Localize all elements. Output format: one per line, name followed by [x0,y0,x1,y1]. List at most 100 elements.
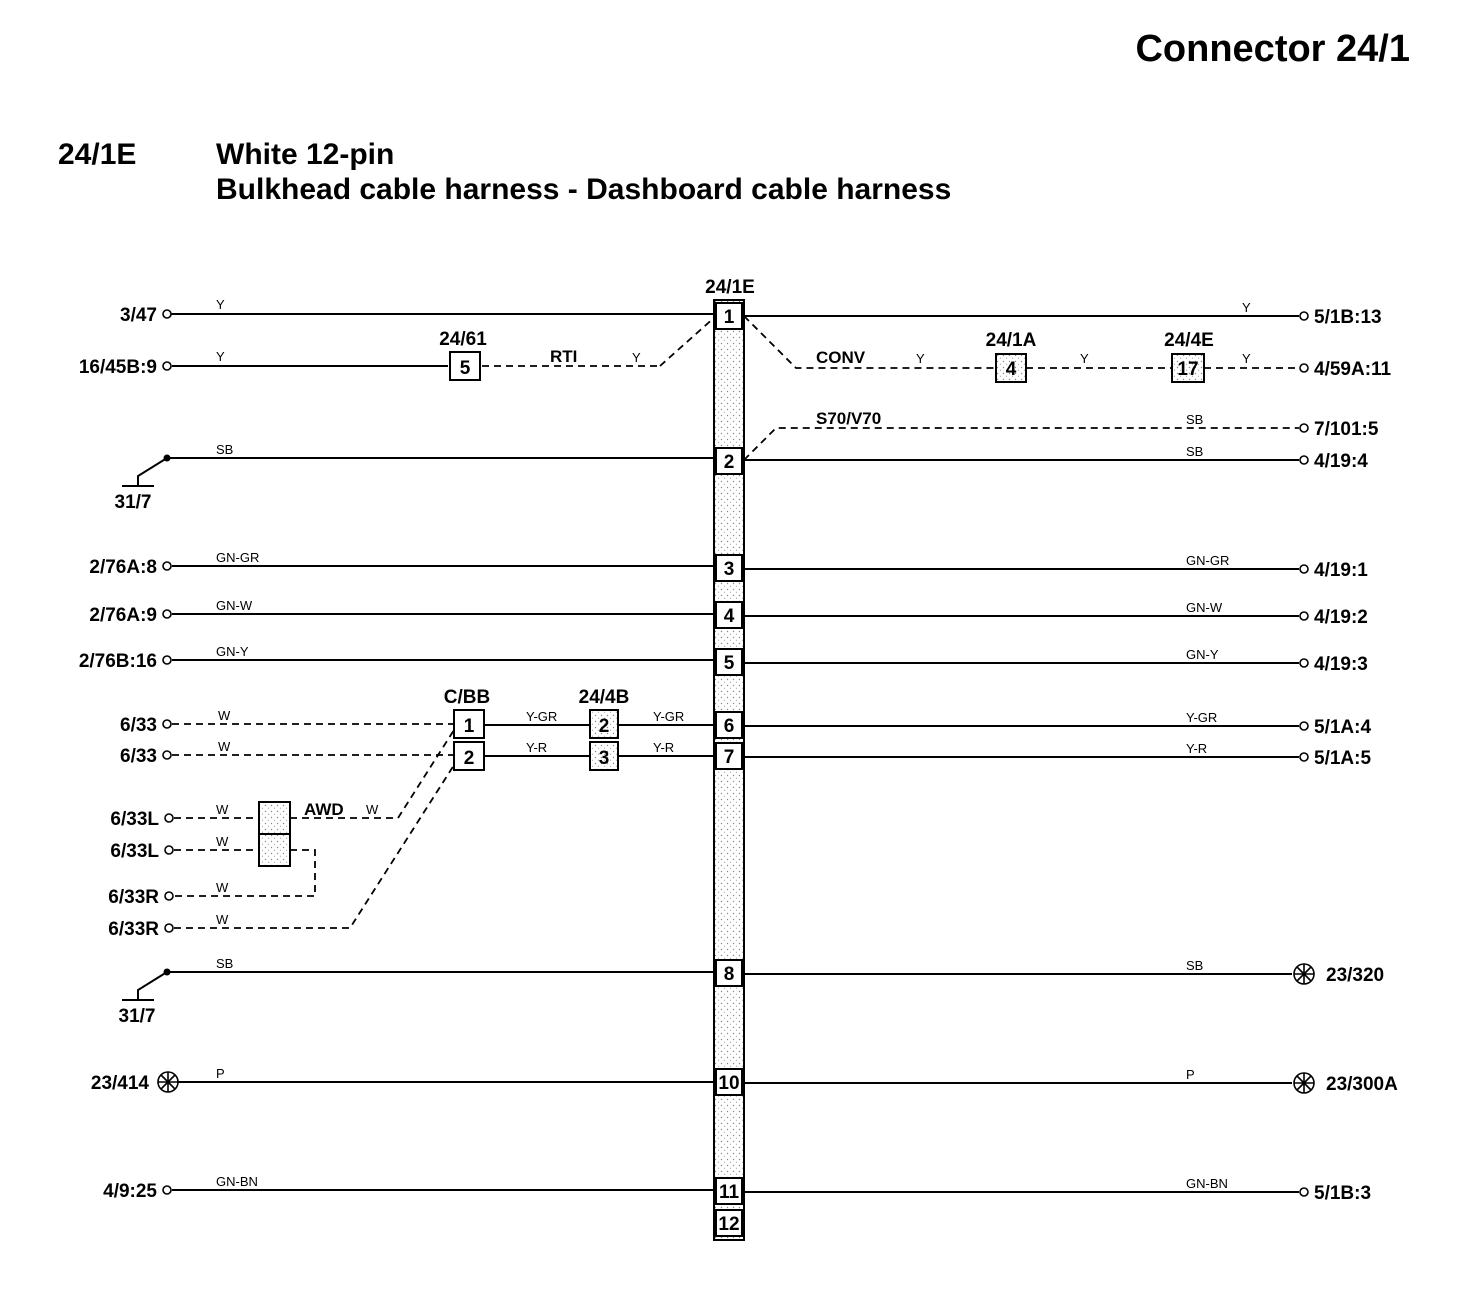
left-terminal-8: 6/33L [110,809,159,830]
wire-color-label: Y [1242,351,1251,366]
wire-color-label: SB [1186,412,1203,427]
right-terminal-1: 5/1B:13 [1314,307,1382,328]
left-terminal-10: 6/33R [108,887,159,908]
left-terminal-2: 16/45B:9 [79,357,157,378]
wire-color-label: GN-W [216,598,253,613]
right-splice-label-2: 23/300A [1326,1074,1398,1095]
wire-color-label: GN-Y [216,644,249,659]
variant-conv: CONV [816,348,866,367]
wire-color-label: SB [1186,444,1203,459]
wire-color-label: GN-GR [1186,553,1229,568]
splice-icon-left [157,1071,179,1093]
connector-description: White 12-pin [216,138,395,171]
splice-icon-right-upper [1293,963,1315,985]
intermediate-connector-boxes [258,351,1205,867]
left-splice-label: 23/414 [91,1073,150,1094]
right-terminal-2: 4/59A:11 [1314,359,1392,380]
wire-color-label: W [216,802,229,817]
wire-color-label: Y [916,351,925,366]
pin-3: 3 [724,559,735,580]
right-terminal-10: 5/1B:3 [1314,1183,1371,1204]
wire-color-label: GN-GR [216,550,259,565]
wire-color-label: Y-GR [526,709,557,724]
pin-11-box [715,1177,743,1205]
left-terminal-5: 2/76B:16 [79,651,157,672]
connector-24-4b-pin-3: 3 [599,748,610,769]
pin-1: 1 [724,307,735,328]
connector-24-61-label: 24/61 [439,329,487,350]
variant-awd: AWD [304,800,344,819]
ground-symbol-lower [122,971,168,1001]
connector-24-4e-label: 24/4E [1164,330,1214,351]
wire-color-label: W [218,708,231,723]
wire-color-label: SB [216,442,233,457]
wire-color-label: GN-Y [1186,647,1219,662]
connector-24-4b-label: 24/4B [579,687,630,708]
pin-12: 12 [718,1214,739,1235]
ground-label-upper: 31/7 [115,492,152,513]
pin-5-box [715,648,743,676]
connector-label: 24/1E [705,277,755,298]
wire-color-label: W [218,739,231,754]
wire-color-label: W [216,834,229,849]
right-terminal-9: 5/1A:5 [1314,748,1371,769]
wire-color-label: Y [632,350,641,365]
wire-color-label: Y-R [1186,741,1207,756]
right-terminal-4: 4/19:4 [1314,451,1368,472]
wire-color-label: P [1186,1067,1195,1082]
variant-s70-v70: S70/V70 [816,409,881,428]
pin-2: 2 [724,452,735,473]
wire-color-label: GN-BN [1186,1176,1228,1191]
pin-7: 7 [724,747,735,768]
pin-8-box [715,959,743,987]
wire-color-label: Y-R [653,740,674,755]
wires-solid [168,313,1299,1193]
terminal-circles [162,309,1309,1197]
page-title: Connector 24/1 [1135,28,1410,70]
right-terminal-8: 5/1A:4 [1314,717,1371,738]
pin-10: 10 [718,1073,739,1094]
wire-color-label: Y-R [526,740,547,755]
left-terminal-6: 6/33 [120,715,157,736]
pin-7-box [715,742,743,770]
pin-12-box [715,1209,743,1237]
wire-color-label: Y [216,349,225,364]
connector-subtitle: Bulkhead cable harness - Dashboard cable… [216,173,952,206]
pin-2-box [715,447,743,475]
wire-color-label: Y-GR [1186,710,1217,725]
wire-color-label: Y-GR [653,709,684,724]
pin-11: 11 [719,1182,740,1203]
wire-color-label: GN-BN [216,1174,258,1189]
pin-6: 6 [724,716,735,737]
wire-color-label: Y [1242,300,1251,315]
left-terminal-3: 2/76A:8 [89,557,157,578]
connector-cbb-pin-1: 1 [464,716,475,737]
pin-8: 8 [724,964,735,985]
left-terminal-11: 6/33R [108,919,159,940]
left-terminal-12: 4/9:25 [103,1181,157,1202]
right-splice-label-1: 23/320 [1326,965,1384,986]
left-terminal-9: 6/33L [110,841,159,862]
left-terminal-1: 3/47 [120,305,157,326]
splice-icon-right-lower [1293,1072,1315,1094]
wires-dashed [172,315,1299,929]
wire-color-label: SB [216,956,233,971]
wire-color-label: W [366,802,379,817]
wire-color-label: W [216,880,229,895]
connector-24-61-pin: 5 [460,358,471,379]
left-terminal-7: 6/33 [120,746,157,767]
right-terminal-3: 7/101:5 [1314,419,1379,440]
connector-pins [715,302,743,1237]
connector-24-4e-pin: 17 [1177,359,1198,380]
variant-rti: RTI [550,347,577,366]
wire-color-label: Y [216,297,225,312]
left-terminal-4: 2/76A:9 [89,605,157,626]
wire-color-label: Y [1080,351,1089,366]
pin-5: 5 [724,653,735,674]
ground-label-lower: 31/7 [119,1006,156,1027]
connector-cbb-pin-2: 2 [464,748,475,769]
wire-color-label: W [216,912,229,927]
connector-24-1a-label: 24/1A [986,330,1037,351]
pin-3-box [715,554,743,582]
